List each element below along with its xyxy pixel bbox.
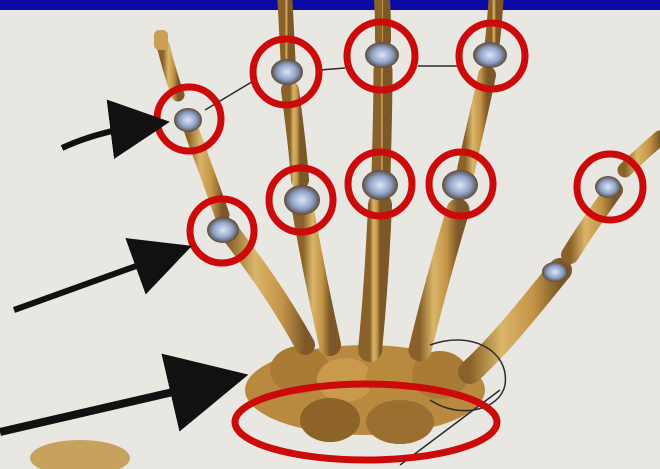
radius-bone-fragment: [30, 440, 130, 469]
thumb-bones: [470, 138, 660, 372]
pointer-arrows: [0, 124, 225, 432]
arrow-wrist-pointer: [0, 380, 225, 432]
arrow-dip-pointer: [62, 124, 152, 148]
arrow-pip-pointer: [14, 252, 175, 310]
